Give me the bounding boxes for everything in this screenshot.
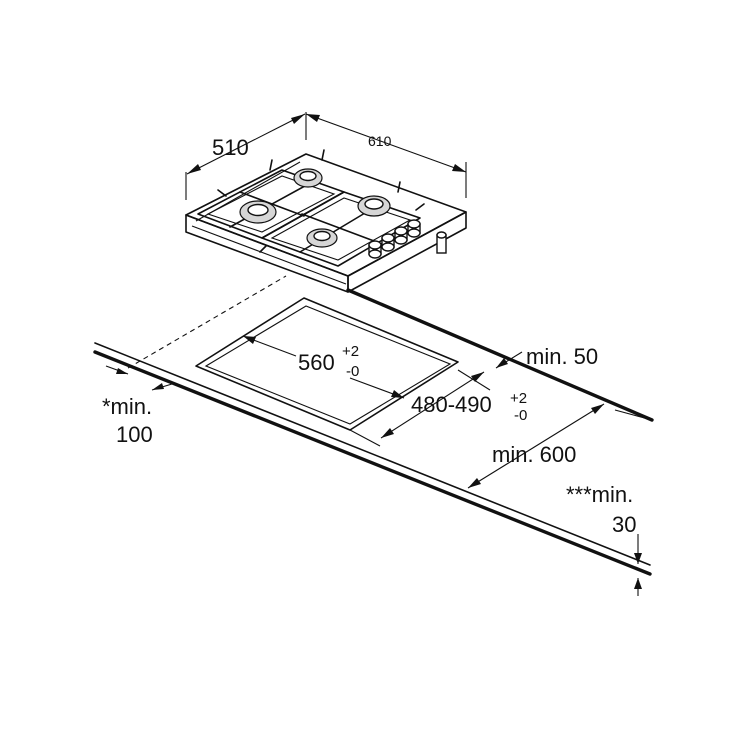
arrow-icon — [591, 404, 604, 414]
burner-rear-left — [293, 168, 323, 188]
cutout-width-tol-minus: -0 — [346, 363, 359, 380]
rear-clearance-label: min. 50 — [526, 344, 598, 369]
hob-front-face — [185, 214, 349, 293]
dimension-hob-depth: 510 — [185, 112, 307, 200]
arrow-icon — [634, 553, 642, 564]
worktop-rear-edge — [346, 288, 654, 422]
side-clearance-label-2: 100 — [116, 422, 153, 447]
control-knobs — [368, 219, 447, 259]
hob-front-trim — [191, 225, 347, 285]
arrow-icon — [116, 368, 128, 374]
cutout-outer-edge — [195, 297, 459, 431]
burner-front-left — [239, 200, 277, 224]
worktop-front-bottom-edge — [93, 350, 652, 576]
dimension-worktop-depth: min. 600 — [467, 403, 605, 489]
hob-depth-label: 510 — [212, 135, 249, 160]
arrow-icon — [243, 336, 256, 344]
burner-front-right — [306, 228, 338, 248]
arrow-icon — [152, 383, 164, 390]
arrow-icon — [306, 114, 320, 122]
cutout-width-label: 560 — [298, 350, 335, 375]
hob-side-face — [347, 211, 467, 293]
arrow-icon — [391, 390, 404, 398]
cutout-inner-edge — [204, 305, 452, 425]
dimension-worktop-thickness: ***min. 30 — [566, 482, 642, 596]
burner-rear-right — [357, 195, 391, 217]
dimension-cutout-width: 560 +2 -0 — [242, 335, 405, 399]
arrow-icon — [468, 478, 481, 488]
worktop-right-corner — [614, 409, 653, 421]
arrow-icon — [496, 358, 508, 368]
worktop-front-top-edge — [94, 342, 651, 566]
arrow-icon — [471, 372, 484, 382]
knob-2-icon — [381, 233, 395, 252]
worktop-side-hidden-edge — [127, 275, 287, 369]
cutout-depth-tol-plus: +2 — [510, 390, 527, 407]
dimension-cutout-depth: 480-490 +2 -0 — [349, 369, 527, 447]
dimension-hob-width: 610 — [305, 113, 467, 198]
cutout-opening — [195, 297, 459, 431]
arrow-icon — [187, 164, 201, 174]
knob-3-icon — [394, 226, 408, 245]
burners — [239, 168, 391, 248]
worktop-thickness-label-2: 30 — [612, 512, 636, 537]
arrow-icon — [452, 164, 466, 172]
worktop — [93, 275, 654, 576]
hob-width-label: 610 — [368, 133, 392, 149]
hob-top-surface — [185, 153, 467, 277]
cutout-width-tol-plus: +2 — [342, 343, 359, 360]
arrow-icon — [381, 428, 394, 438]
dimension-rear-clearance: min. 50 — [495, 344, 598, 369]
arrow-icon — [634, 578, 642, 589]
cutout-depth-label: 480-490 — [411, 392, 492, 417]
knob-1-icon — [368, 240, 382, 259]
worktop-thickness-label-1: ***min. — [566, 482, 633, 507]
pan-support-right — [261, 191, 421, 267]
arrow-icon — [291, 114, 305, 124]
side-clearance-label-1: *min. — [102, 394, 152, 419]
knob-4-icon — [407, 219, 421, 238]
cutout-depth-tol-minus: -0 — [514, 407, 527, 424]
hob-appliance — [185, 149, 467, 293]
dimension-side-clearance: *min. 100 — [102, 365, 173, 447]
gas-connector-icon — [436, 231, 447, 254]
worktop-depth-label: min. 600 — [492, 442, 576, 467]
